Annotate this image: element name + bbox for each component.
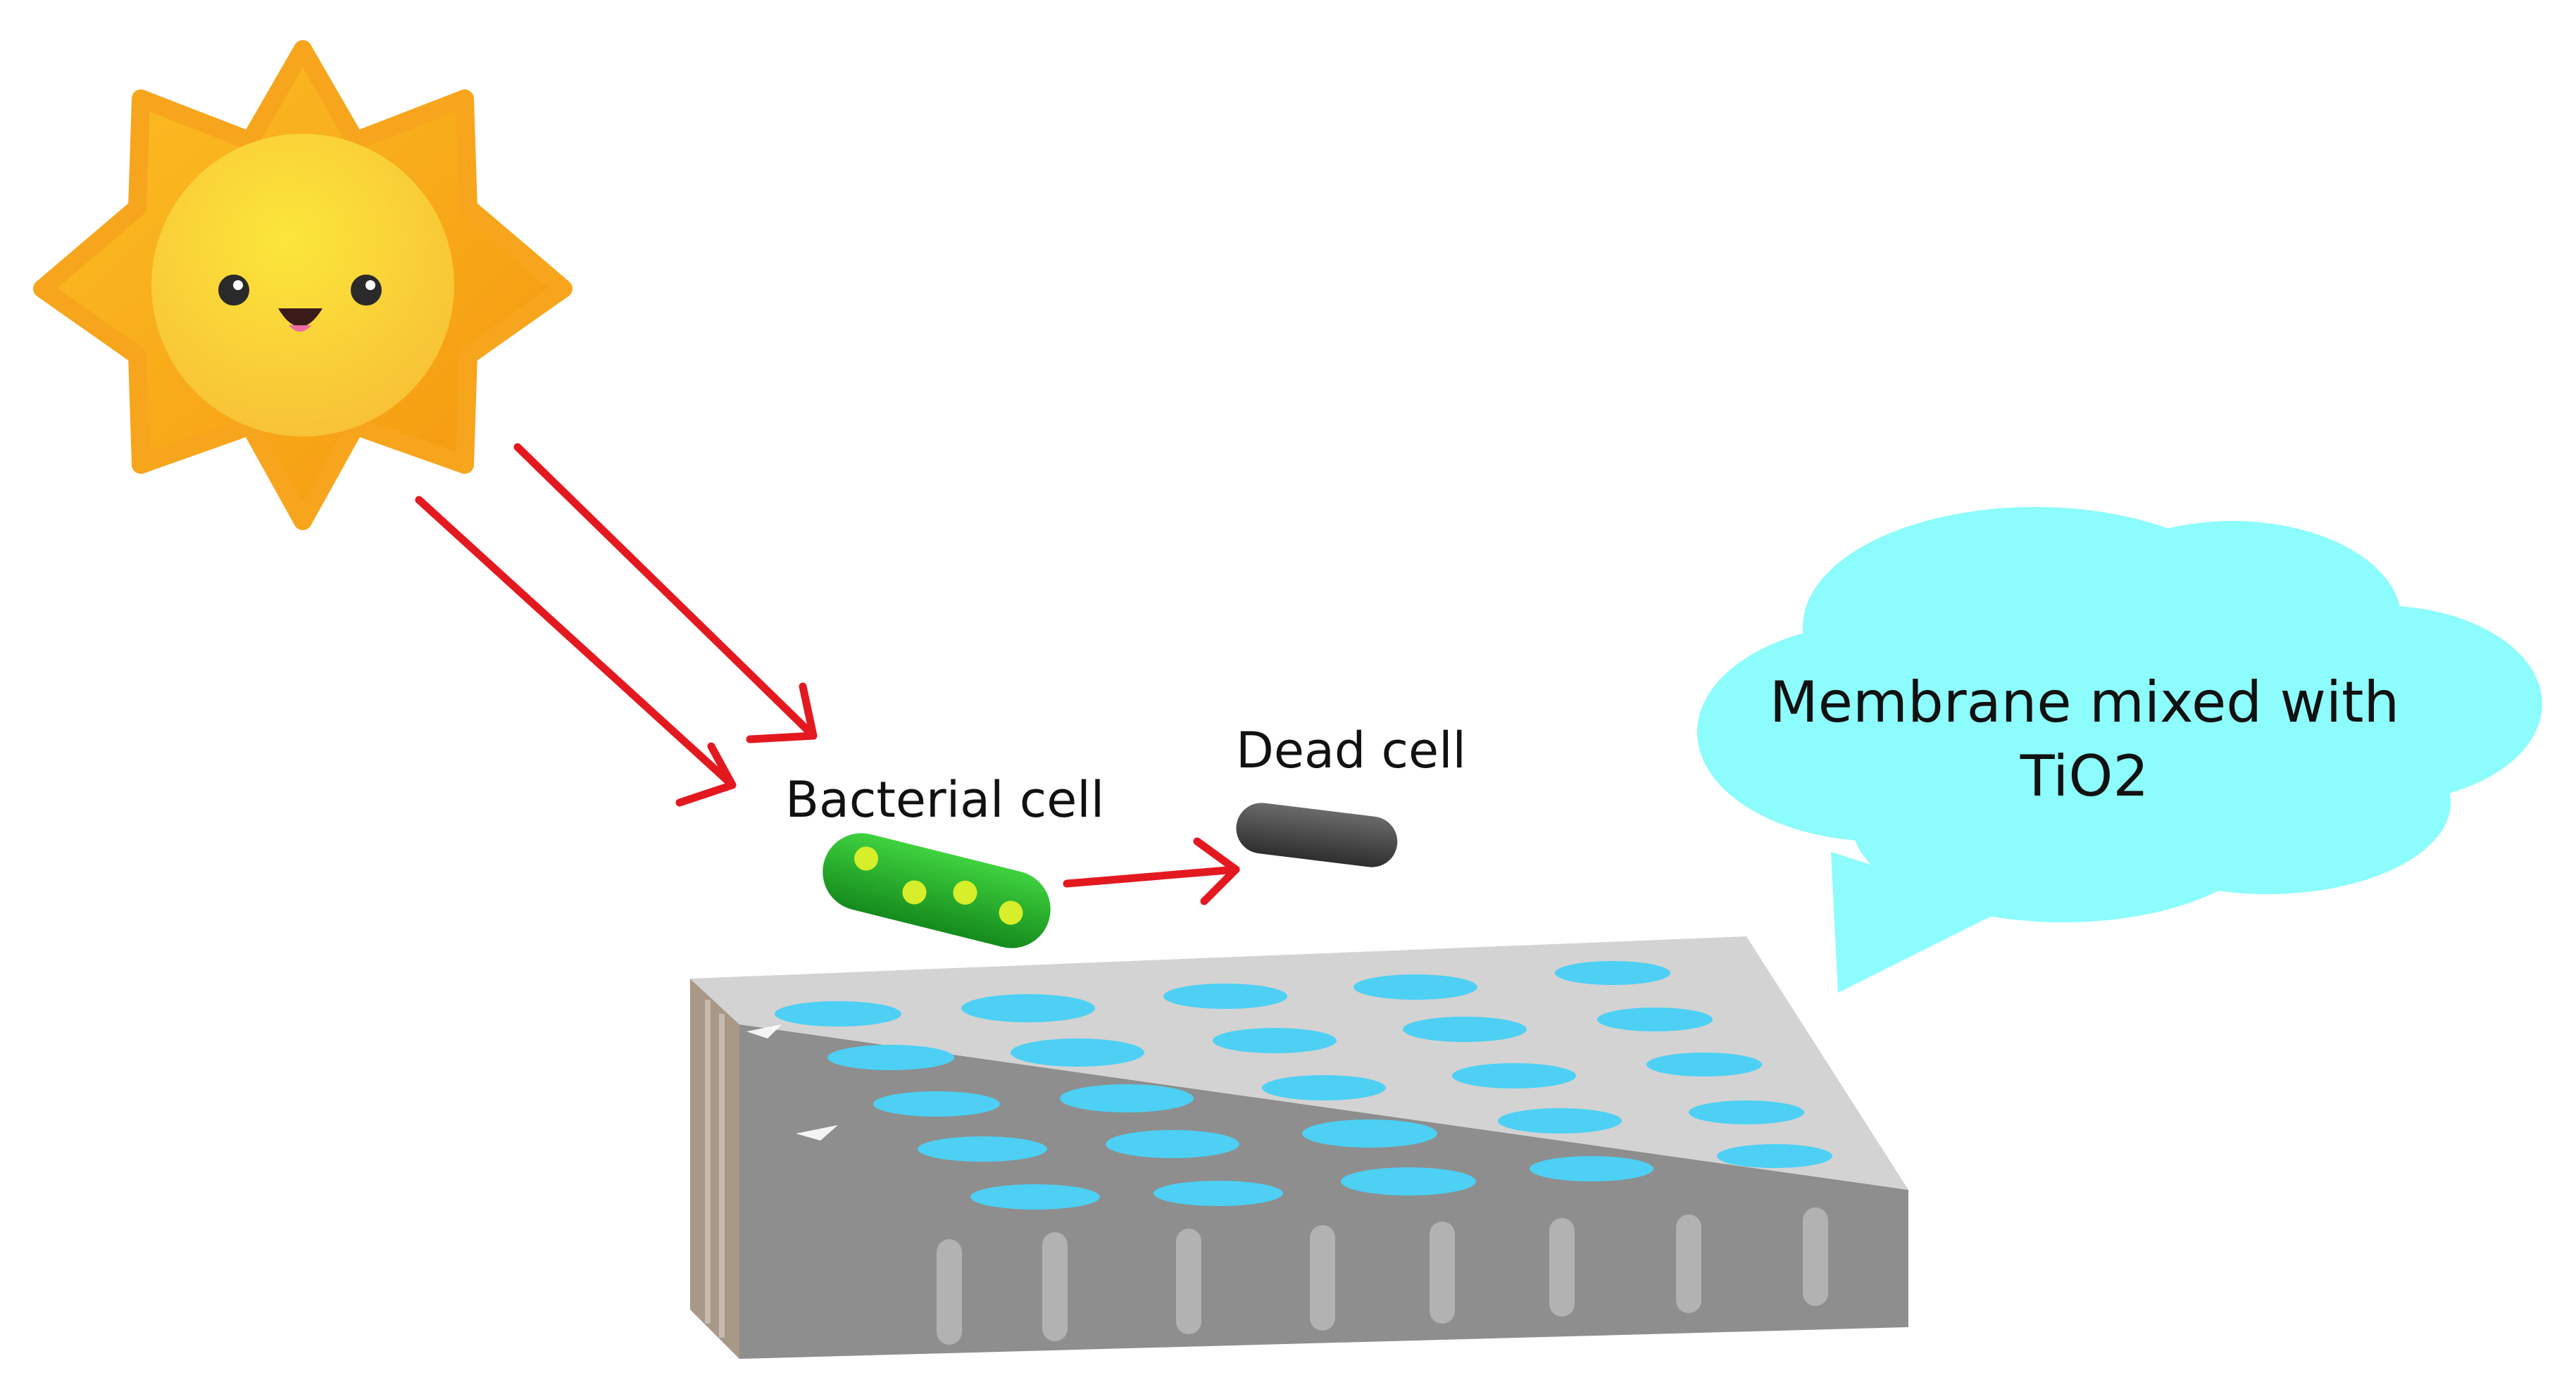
membrane-left-side [690, 979, 739, 1359]
sun-left-eye [218, 275, 249, 306]
live-cell-spot [854, 846, 879, 871]
sun-left-eye-shine [233, 280, 243, 290]
live-cell-body [823, 833, 1051, 948]
tio2-membrane [690, 936, 1908, 1359]
membrane-front-side [739, 1024, 1908, 1359]
sun-mouth [278, 308, 323, 327]
membrane-highlights [746, 1024, 838, 1141]
dead-rod-bacterium-icon [1236, 803, 1398, 867]
smiling-sun-icon [21, 28, 584, 542]
cloud-label-line1: Membrane mixed with [1770, 670, 2399, 735]
sun-right-eye [351, 275, 382, 306]
cell-kill-arrow [1063, 837, 1240, 905]
dead-cell-body [1236, 803, 1398, 867]
live-cell-spot [902, 880, 927, 905]
membrane-callout-cloud [1697, 507, 2542, 993]
live-cell-spot [953, 880, 977, 905]
cloud-tail [1831, 852, 2007, 993]
bacterial-cell-label: Bacterial cell [785, 771, 1104, 829]
cloud-label-line2: TiO2 [2020, 743, 2149, 809]
live-cell-spot [999, 900, 1023, 925]
sun-face [151, 134, 454, 437]
rod-bacterium-icon [823, 833, 1051, 948]
sun-tongue [289, 325, 311, 332]
light-ray-arrow-lower [415, 496, 737, 807]
membrane-left-side-streaks [705, 1000, 725, 1338]
membrane-front-streaks [937, 1207, 1828, 1345]
sun-right-eye-shine [365, 280, 375, 290]
membrane-pores [775, 961, 1832, 1210]
light-ray-arrows [415, 443, 818, 807]
dead-cell-label: Dead cell [1236, 722, 1466, 779]
light-ray-arrow-upper [513, 443, 818, 743]
